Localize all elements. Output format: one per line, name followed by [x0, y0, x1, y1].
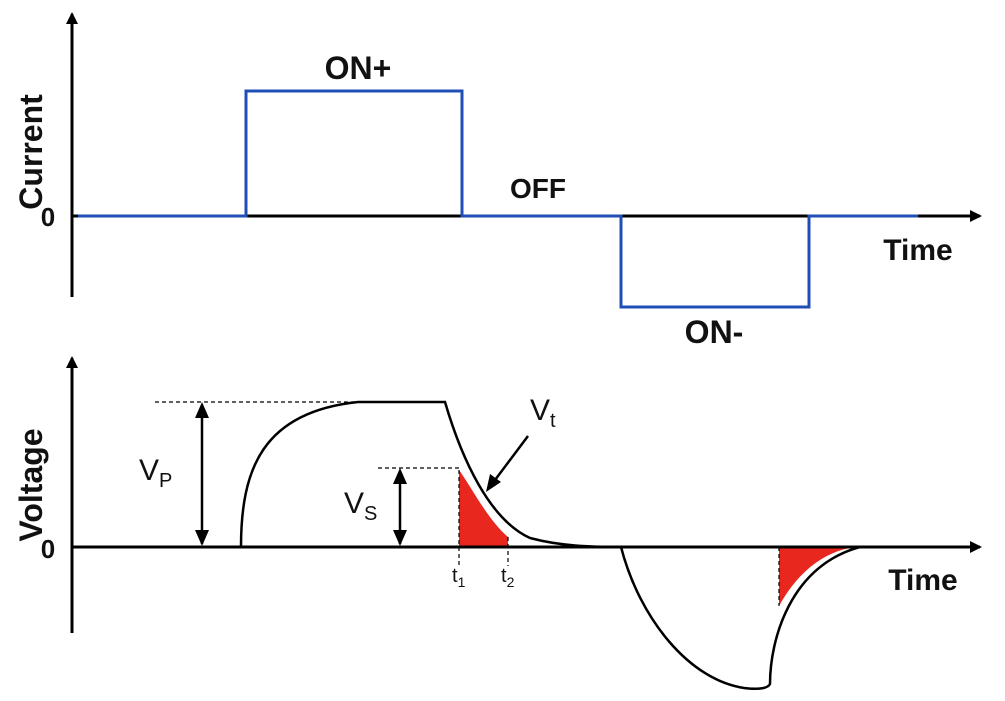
- on-plus-label: ON+: [325, 50, 392, 86]
- t1-label: t1: [452, 565, 466, 590]
- voltage-time-label: Time: [888, 564, 957, 597]
- voltage-plot: Voltage 0 Time VP VS Vt t1 t2: [13, 356, 982, 691]
- vt-pointer-head: [486, 474, 501, 492]
- shaded-area-negative: [779, 547, 860, 606]
- off-label: OFF: [510, 173, 566, 204]
- vs-arrow-head-top: [393, 468, 407, 484]
- vs-arrow-head-bottom: [393, 530, 407, 546]
- current-zero-label: 0: [41, 202, 55, 232]
- vs-label: VS: [344, 487, 377, 525]
- vt-pointer-arrow: [491, 435, 529, 485]
- voltage-curve-negative: [619, 545, 861, 691]
- voltage-zero-label: 0: [41, 534, 55, 564]
- voltage-curve-positive: [239, 400, 622, 549]
- current-plot: Current 0 ON+ OFF ON- Time: [13, 12, 982, 350]
- vp-arrow-head-bottom: [195, 530, 209, 546]
- vt-label: Vt: [530, 394, 556, 432]
- shaded-area-positive: [459, 470, 508, 547]
- current-axis-label: Current: [13, 94, 49, 210]
- vp-label: VP: [139, 454, 172, 492]
- on-minus-label: ON-: [685, 314, 744, 350]
- current-waveform: [78, 89, 918, 309]
- vp-arrow-head-top: [195, 402, 209, 418]
- voltage-axis-label: Voltage: [13, 428, 49, 541]
- t2-label: t2: [501, 565, 515, 590]
- current-time-label: Time: [883, 234, 952, 267]
